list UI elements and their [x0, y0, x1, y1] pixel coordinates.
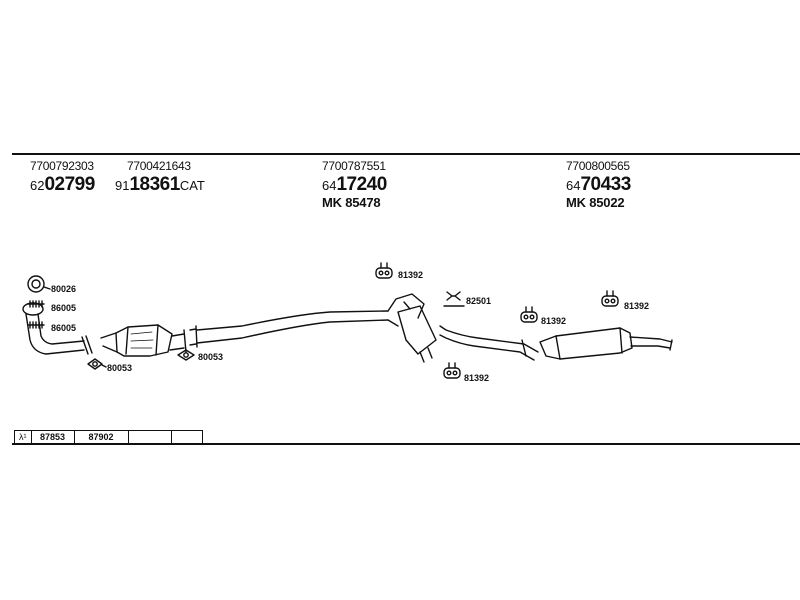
- part-code: 6417240: [322, 173, 387, 195]
- hanger-icon: [601, 290, 619, 307]
- part-code: 9118361CAT: [115, 173, 205, 195]
- leader-line: [101, 364, 107, 368]
- spring-icon: [27, 321, 45, 329]
- lambda-table-extension: [160, 430, 203, 444]
- rear-pipe: [439, 325, 539, 361]
- part-header-catalyst: 7700421643 9118361CAT: [115, 159, 205, 195]
- part-header-rear-silencer: 7700800565 6470433 MK 85022: [566, 160, 631, 209]
- oem-number: 7700787551: [322, 159, 386, 173]
- part-label: 81392: [464, 373, 489, 383]
- part-label: 81392: [541, 316, 566, 326]
- mk-number: MK 85478: [322, 194, 381, 210]
- lambda-symbol: λ¹: [15, 431, 32, 444]
- part-label: 80053: [198, 352, 223, 362]
- flange-gasket-icon: [177, 349, 195, 361]
- rear-silencer: [539, 327, 673, 360]
- part-label: 86005: [51, 323, 76, 333]
- lambda-cell: 87902: [75, 431, 129, 444]
- intermediate-pipe: [189, 310, 389, 348]
- part-label: 80026: [51, 284, 76, 294]
- spring-icon: [27, 300, 45, 308]
- part-label: 80053: [107, 363, 132, 373]
- lambda-sensor-table: λ¹ 87853 87902: [14, 430, 172, 444]
- oem-number: 7700792303: [30, 159, 94, 173]
- mk-number: MK 85022: [566, 194, 625, 210]
- flange-gasket-icon: [87, 358, 103, 370]
- front-pipe: [22, 302, 93, 355]
- part-label: 81392: [624, 301, 649, 311]
- oem-number: 7700800565: [566, 159, 630, 173]
- part-header-middle-silencer: 7700787551 6417240 MK 85478: [322, 160, 387, 209]
- part-label: 82501: [466, 296, 491, 306]
- part-label: 86005: [51, 303, 76, 313]
- gasket-ring-icon: [27, 275, 45, 293]
- hanger-icon: [375, 262, 393, 279]
- lambda-cell: 87853: [32, 431, 75, 444]
- hanger-icon: [443, 362, 461, 379]
- middle-silencer: [387, 293, 437, 363]
- hanger-icon: [520, 306, 538, 323]
- clamp-icon: [443, 291, 465, 307]
- leader-line: [43, 286, 51, 290]
- part-code: 6470433: [566, 173, 631, 195]
- part-label: 81392: [398, 270, 423, 280]
- part-header-front-pipe: 7700792303 6202799: [30, 160, 95, 195]
- top-divider: [12, 153, 800, 155]
- bottom-divider: [12, 443, 800, 445]
- oem-number: 7700421643: [127, 159, 191, 173]
- catalytic-converter: [100, 324, 187, 357]
- part-code: 6202799: [30, 173, 95, 195]
